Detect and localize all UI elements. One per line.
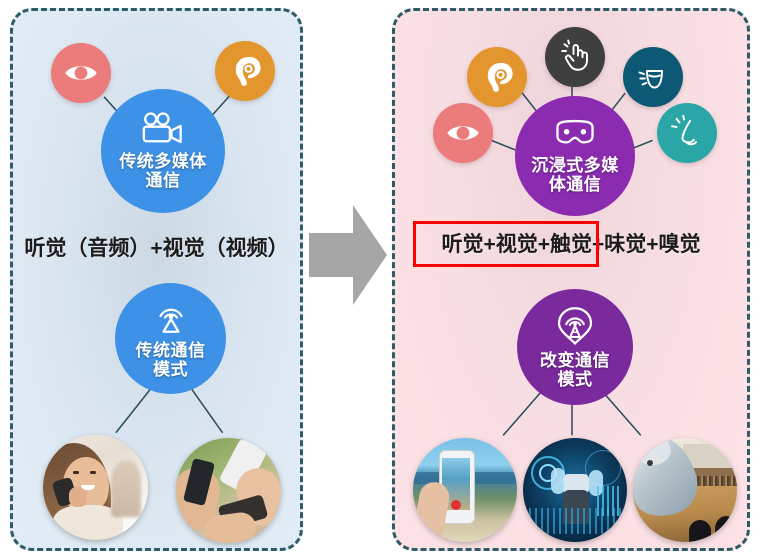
mouth-taste-icon bbox=[635, 59, 671, 95]
sense-node-eye[interactable] bbox=[433, 103, 493, 163]
broadcast-tower-icon bbox=[151, 298, 191, 339]
eye-icon bbox=[63, 55, 99, 91]
traditional-communication-panel: 传统多媒体 通信 传统通信 模式 bbox=[10, 8, 303, 551]
touch-hand-icon bbox=[557, 39, 593, 75]
hub-label-line2: 模式 bbox=[153, 359, 188, 379]
immersive-communication-panel: 沉浸式多媒 体通信 改变通信 模式 bbox=[392, 8, 750, 551]
right-panel-caption: 听觉+视觉+触觉+味觉+嗅觉 bbox=[441, 233, 701, 256]
hub-change-mode[interactable]: 改变通信 模式 bbox=[517, 289, 633, 405]
hub-label-line1: 改变通信 bbox=[540, 351, 610, 371]
sense-node-smell[interactable] bbox=[657, 103, 717, 163]
ear-icon bbox=[228, 54, 262, 88]
eye-icon bbox=[445, 115, 481, 151]
ear-icon bbox=[480, 60, 514, 94]
hub-immersive-multimedia[interactable]: 沉浸式多媒 体通信 bbox=[515, 96, 635, 216]
vr-user-hologram-photo bbox=[523, 438, 627, 542]
hub-traditional-multimedia[interactable]: 传统多媒体 通信 bbox=[101, 89, 225, 213]
hub-label-line1: 传统通信 bbox=[135, 340, 206, 360]
hub-label-line1: 传统多媒体 bbox=[119, 152, 207, 172]
sense-node-touch[interactable] bbox=[545, 27, 605, 87]
hub-label-line2: 通信 bbox=[145, 171, 181, 191]
sense-node-taste[interactable] bbox=[623, 47, 683, 107]
woman-on-phone-photo bbox=[43, 435, 148, 540]
vr-headset-icon bbox=[551, 118, 599, 155]
sense-node-eye[interactable] bbox=[51, 43, 111, 103]
nose-smell-icon bbox=[669, 115, 705, 151]
ar-phone-beach-photo bbox=[413, 438, 517, 542]
vr-dolphin-arena-photo bbox=[633, 438, 737, 542]
video-camera-icon bbox=[140, 111, 186, 151]
hands-with-phones-photo bbox=[176, 438, 281, 543]
hub-traditional-mode[interactable]: 传统通信 模式 bbox=[115, 283, 226, 394]
sense-node-ear[interactable] bbox=[467, 47, 527, 107]
transition-arrow bbox=[309, 205, 387, 305]
broadcast-location-icon bbox=[554, 305, 596, 350]
left-panel-caption: 听觉（音频）+视觉（视频） bbox=[24, 237, 289, 260]
sense-node-ear[interactable] bbox=[215, 41, 275, 101]
highlight-box bbox=[413, 221, 599, 267]
hub-label-line2: 模式 bbox=[557, 370, 593, 390]
hub-label-line1: 沉浸式多媒 bbox=[531, 156, 619, 176]
hub-label-line2: 体通信 bbox=[548, 175, 602, 195]
